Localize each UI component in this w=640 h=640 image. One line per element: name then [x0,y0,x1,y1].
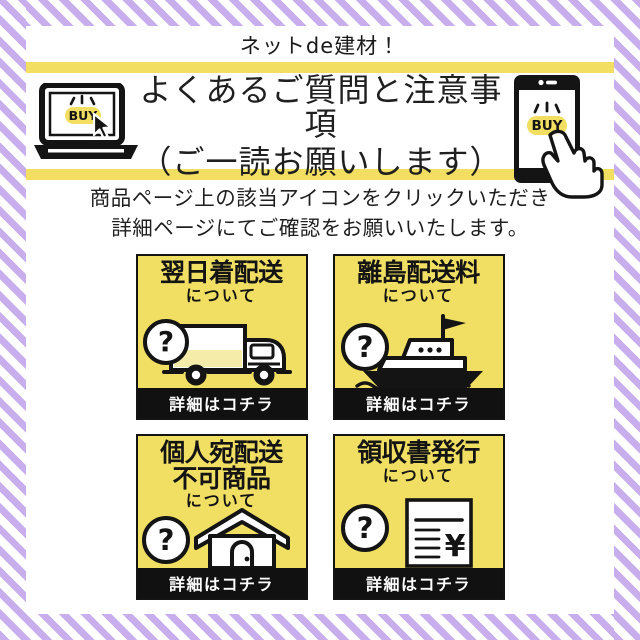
faq-card-next-day-delivery[interactable]: 翌日着配送 について [135,254,308,420]
faq-card-no-personal-address[interactable]: 個人宛配送 不可商品 について [135,434,308,600]
delivery-truck-icon: ? [138,314,306,392]
heading-line-2: （ご一読お願いします） [139,142,503,181]
card-heading: 離島配送料 について [335,260,503,304]
ferry-ship-icon: ? [335,314,503,392]
card-subtitle: について [382,466,455,485]
striped-border-right [614,0,640,640]
striped-border-left [0,0,26,640]
card-body: 離島配送料 について [335,256,503,392]
card-subtitle: について [382,286,455,305]
card-body: 翌日着配送 について [138,256,306,392]
card-title-line-1: 離島配送料 [357,258,480,287]
card-title-line-1: 翌日着配送 [160,258,283,287]
instruction-line-1: 商品ページ上の該当アイコンをクリックいただき [89,186,551,210]
banner-inner: ネットde建材！ BUY [26,26,614,614]
svg-text:BUY: BUY [531,118,562,134]
card-footer-link[interactable]: 詳細はコチラ [137,568,306,598]
faq-card-receipt-issuance[interactable]: 領収書発行 について [332,434,505,600]
card-footer-link[interactable]: 詳細はコチラ [334,388,503,418]
svg-text:?: ? [157,325,173,358]
instruction-line-2: 詳細ページにてご確認をお願いいたします。 [111,215,529,240]
instruction-text: 商品ページ上の該当アイコンをクリックいただき 詳細ページにてご確認をお願いいたし… [26,184,614,243]
svg-text:BUY: BUY [69,108,99,123]
page-heading: よくあるご質問と注意事項 （ご一読お願いします） [131,71,511,181]
card-title-line-2: 不可商品 [172,464,271,493]
card-title-line-1: 領収書発行 [357,438,480,467]
smartphone-buy-icon: BUY [504,73,614,199]
striped-border-top [0,0,640,26]
divider-bottom [26,169,614,180]
heading-line-1: よくあるご質問と注意事項 [139,71,503,143]
card-heading: 翌日着配送 について [138,260,306,304]
card-body: 領収書発行 について [335,436,503,572]
site-title: ネットde建材！ [239,34,401,58]
svg-text:¥: ¥ [444,529,465,564]
card-heading: 個人宛配送 不可商品 について [138,440,306,509]
house-icon: ? [138,506,306,572]
laptop-buy-icon: BUY [34,83,138,163]
card-body: 個人宛配送 不可商品 について [138,436,306,572]
receipt-yen-icon: ¥ ? [335,494,503,572]
faq-card-grid: 翌日着配送 について [26,254,614,600]
card-footer-link[interactable]: 詳細はコチラ [334,568,503,598]
header-band: BUY よくあるご質問と注意事項 （ご一読お願いします） [26,73,614,199]
svg-text:?: ? [356,511,373,545]
faq-card-island-shipping-fee[interactable]: 離島配送料 について [332,254,505,420]
card-subtitle: について [185,491,258,510]
card-subtitle: について [185,286,258,305]
svg-text:?: ? [356,330,373,364]
card-title-line-1: 個人宛配送 [160,438,283,467]
card-footer-link[interactable]: 詳細はコチラ [137,388,306,418]
card-heading: 領収書発行 について [335,440,503,484]
svg-text:?: ? [157,523,174,557]
striped-border-bottom [0,614,640,640]
divider-top [26,62,614,73]
